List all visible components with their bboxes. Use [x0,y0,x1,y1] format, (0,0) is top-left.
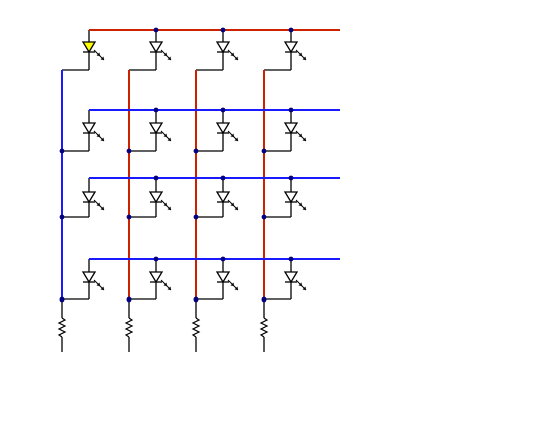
column-wires [61,70,265,300]
row-junction-dot [288,175,294,181]
led-triangle [283,41,299,54]
led-icon [81,122,105,147]
resistor-icon [259,300,269,352]
resistor-bank [57,300,269,352]
led-triangle [81,41,97,54]
column-junction-dot [59,148,65,154]
led-arrowhead [234,56,238,60]
led-triangle [81,122,97,135]
row-junction-dot [288,256,294,262]
resistor-zigzag [57,317,67,338]
led-triangle [283,122,299,135]
resistor-zigzag [259,317,269,338]
led-triangle [81,191,97,204]
led-arrowhead [234,137,238,141]
led-arrowhead [167,56,171,60]
led-triangle [215,191,231,204]
row-junction-dot [153,27,159,33]
row-junction-dot [220,175,226,181]
row-junction-dot [288,107,294,113]
led-arrowhead [302,56,306,60]
resistor-icon [57,300,67,352]
led-icon [283,41,307,66]
led-arrowhead [234,206,238,210]
led-triangle [148,191,164,204]
led-arrowhead [167,137,171,141]
column-junction-dot [126,297,132,303]
led-icon [148,41,172,66]
column-junction-dot [193,148,199,154]
junction-dots [59,27,294,303]
led-arrowhead [302,206,306,210]
led-triangle [215,41,231,54]
column-junction-dot [261,297,267,303]
led-icon [283,271,307,295]
led-arrowhead [100,206,104,210]
column-junction-dot [193,297,199,303]
resistor-icon [124,300,134,352]
led-triangle [283,191,299,204]
row-junction-dot [153,107,159,113]
column-junction-dot [193,214,199,220]
led-triangle [81,271,97,284]
led-icon [215,271,239,295]
column-junction-dot [126,148,132,154]
led-icon [148,271,172,295]
resistor-zigzag [124,317,134,338]
row-junction-dot [220,256,226,262]
resistor-zigzag [191,317,201,338]
led-arrowhead [100,286,104,290]
row-junction-dot [153,256,159,262]
led-lit-icon [81,41,105,66]
led-icon [283,122,307,147]
led-triangle [148,41,164,54]
led-arrowhead [234,286,238,290]
led-triangle [148,271,164,284]
led-icon [215,41,239,66]
led-arrowhead [100,56,104,60]
wiring-layer [62,30,292,300]
led-icon [215,122,239,147]
row-junction-dot [220,27,226,33]
led-icon [215,191,239,213]
led-grid [81,41,307,295]
led-arrowhead [167,206,171,210]
resistor-icon [191,300,201,352]
column-junction-dot [261,148,267,154]
column-junction-dot [59,214,65,220]
led-icon [81,191,105,213]
row-junction-dot [220,107,226,113]
led-icon [148,191,172,213]
row-junction-dot [153,175,159,181]
column-junction-dot [261,214,267,220]
led-arrowhead [302,137,306,141]
led-arrowhead [100,137,104,141]
led-triangle [215,271,231,284]
led-icon [81,271,105,295]
column-junction-dot [126,214,132,220]
row-wires [89,29,340,260]
led-triangle [283,271,299,284]
led-arrowhead [302,286,306,290]
row-junction-dot [288,27,294,33]
led-icon [283,191,307,213]
column-junction-dot [59,297,65,303]
led-icon [148,122,172,147]
led-triangle [215,122,231,135]
led-triangle [148,122,164,135]
led-arrowhead [167,286,171,290]
